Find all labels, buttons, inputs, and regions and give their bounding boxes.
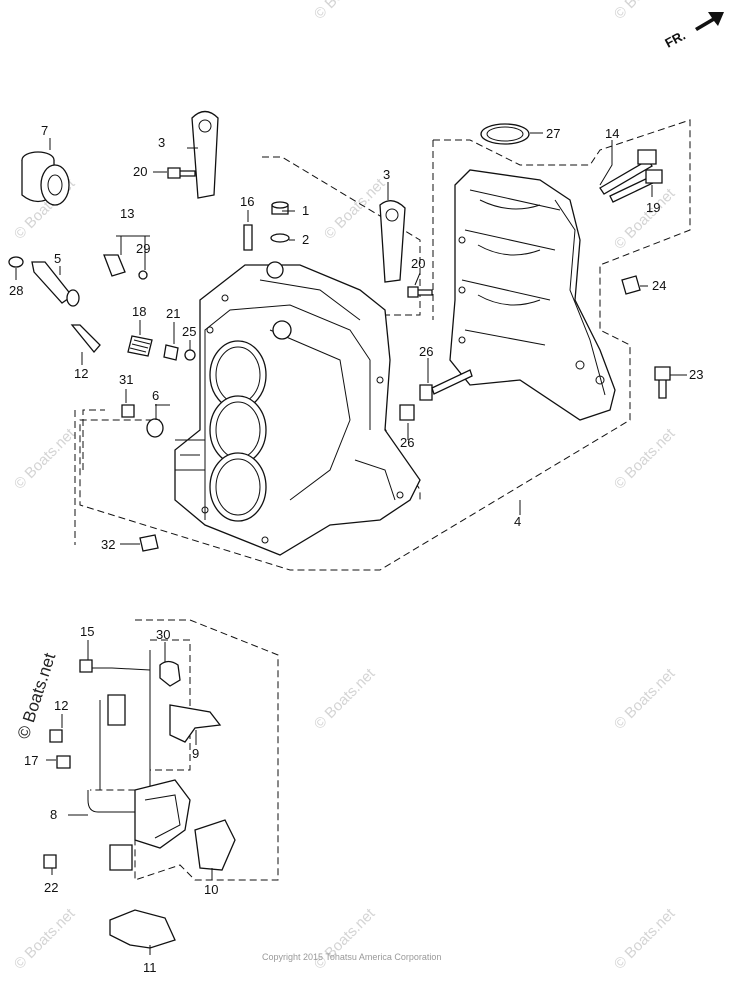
callout-31: 31: [119, 372, 133, 387]
pin-32: [139, 534, 159, 552]
callout-12: 12: [54, 698, 68, 713]
washer-25: [184, 349, 196, 361]
callout-1: 1: [302, 203, 309, 218]
watermark: © Boats.net: [321, 175, 389, 243]
bolt-17: [56, 755, 71, 769]
callout-30: 30: [156, 627, 170, 642]
sensor-harness-assembly: [43, 650, 236, 949]
bolt-20-upper: [167, 167, 196, 179]
sensor-16: [243, 224, 253, 251]
callout-10: 10: [204, 882, 218, 897]
engine-hanger-left: [191, 110, 219, 199]
callout-23: 23: [689, 367, 703, 382]
front-direction-indicator: FR.: [662, 12, 724, 51]
connector-15: [107, 694, 126, 726]
bolt-12-lower: [49, 729, 63, 743]
direction-label: FR.: [662, 28, 688, 51]
callout-12: 12: [74, 366, 88, 381]
watermark: © Boats.net: [611, 425, 679, 493]
callout-14: 14: [605, 126, 619, 141]
callout-20: 20: [133, 164, 147, 179]
callout-22: 22: [44, 880, 58, 895]
watermark: © Boats.net: [311, 0, 379, 23]
sensor-12: [70, 324, 101, 354]
callout-27: 27: [546, 126, 560, 141]
callout-25: 25: [182, 324, 196, 339]
callout-28: 28: [9, 283, 23, 298]
copyright-text: Copyright 2015 Tohatsu America Corporati…: [262, 952, 441, 962]
washer-28: [8, 256, 24, 268]
connector-lower: [109, 844, 133, 871]
leader-lines: [15, 132, 687, 955]
crankcase: [449, 169, 616, 421]
cylinder-block: [174, 261, 421, 556]
callout-3: 3: [158, 135, 165, 150]
watermark: © Boats.net: [11, 905, 79, 973]
bolt-15: [79, 659, 93, 673]
callout-16: 16: [240, 194, 254, 209]
watermark-dark: © Boats.net: [14, 650, 60, 741]
engine-hanger-right: [379, 200, 406, 283]
washer-29: [138, 270, 148, 280]
watermark: © Boats.net: [611, 0, 679, 23]
stud-bolt-14: [599, 159, 653, 195]
plug-6: [146, 418, 164, 438]
bracket-9: [169, 704, 222, 743]
dowel-pin-26-lower: [399, 404, 415, 421]
callout-21: 21: [166, 306, 180, 321]
washer-2: [270, 233, 290, 243]
callout-17: 17: [24, 753, 38, 768]
callout-8: 8: [50, 807, 57, 822]
cylinder-bore-3: [209, 452, 267, 522]
bolt-22: [43, 854, 57, 869]
oil-filter: [21, 151, 70, 206]
bolt-23: [654, 366, 671, 399]
callout-11: 11: [143, 960, 157, 975]
bolt-21: [163, 344, 179, 361]
hardware: [8, 123, 671, 552]
callout-9: 9: [192, 746, 199, 761]
clamp-30: [159, 660, 181, 687]
sensor-body: [134, 779, 191, 849]
callout-20: 20: [411, 256, 425, 271]
gasket-10: [194, 819, 236, 871]
dowel-pin-26-upper: [419, 384, 433, 401]
bracket-11: [109, 909, 176, 949]
callout-24: 24: [652, 278, 666, 293]
callout-3: 3: [383, 167, 390, 182]
sensor-13: [103, 254, 126, 277]
callout-13: 13: [120, 206, 134, 221]
callout-15: 15: [80, 624, 94, 639]
bolt-31: [121, 404, 135, 418]
callout-7: 7: [41, 123, 48, 138]
nut-24: [621, 275, 641, 295]
watermark: © Boats.net: [611, 665, 679, 733]
drain-bolt-5: [31, 261, 73, 304]
bolt-20-lower: [407, 286, 433, 298]
watermark: © Boats.net: [311, 905, 379, 973]
callout-19: 19: [646, 200, 660, 215]
callout-2: 2: [302, 232, 309, 247]
direction-arrow-icon: [695, 12, 724, 31]
watermark: © Boats.net: [311, 665, 379, 733]
callout-26: 26: [400, 435, 414, 450]
watermark: © Boats.net: [611, 905, 679, 973]
watermark: © Boats.net: [11, 425, 79, 493]
callout-6: 6: [152, 388, 159, 403]
callout-5: 5: [54, 251, 61, 266]
callout-29: 29: [136, 241, 150, 256]
callout-labels: 1 2 3 3 4 5 6 7 8 9 10 11 12 12 13 14 15…: [9, 123, 703, 975]
callout-26: 26: [419, 344, 433, 359]
callout-4: 4: [514, 514, 521, 529]
callout-18: 18: [132, 304, 146, 319]
callout-32: 32: [101, 537, 115, 552]
